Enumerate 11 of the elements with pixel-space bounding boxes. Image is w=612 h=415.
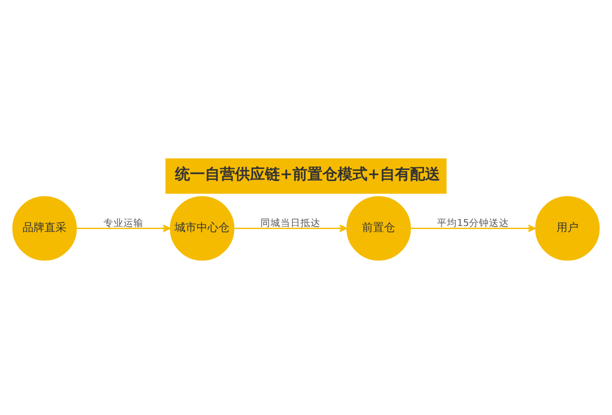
node-circle: 城市中心仓: [170, 196, 234, 260]
node-circle: 用户: [535, 196, 600, 260]
node-circle: 品牌直采: [12, 196, 77, 260]
arrow: [234, 224, 348, 232]
node-circle: 前置仓: [346, 196, 411, 260]
edge-label: 平均15分钟送达: [436, 217, 510, 228]
edge-label: 同城当日抵达: [260, 217, 320, 228]
edge-label: 专业运输: [103, 217, 144, 228]
diagram-title: 统一自营供应链+前置仓模式+自有配送: [174, 164, 440, 183]
arrow: [410, 224, 536, 232]
arrow: [76, 224, 171, 232]
